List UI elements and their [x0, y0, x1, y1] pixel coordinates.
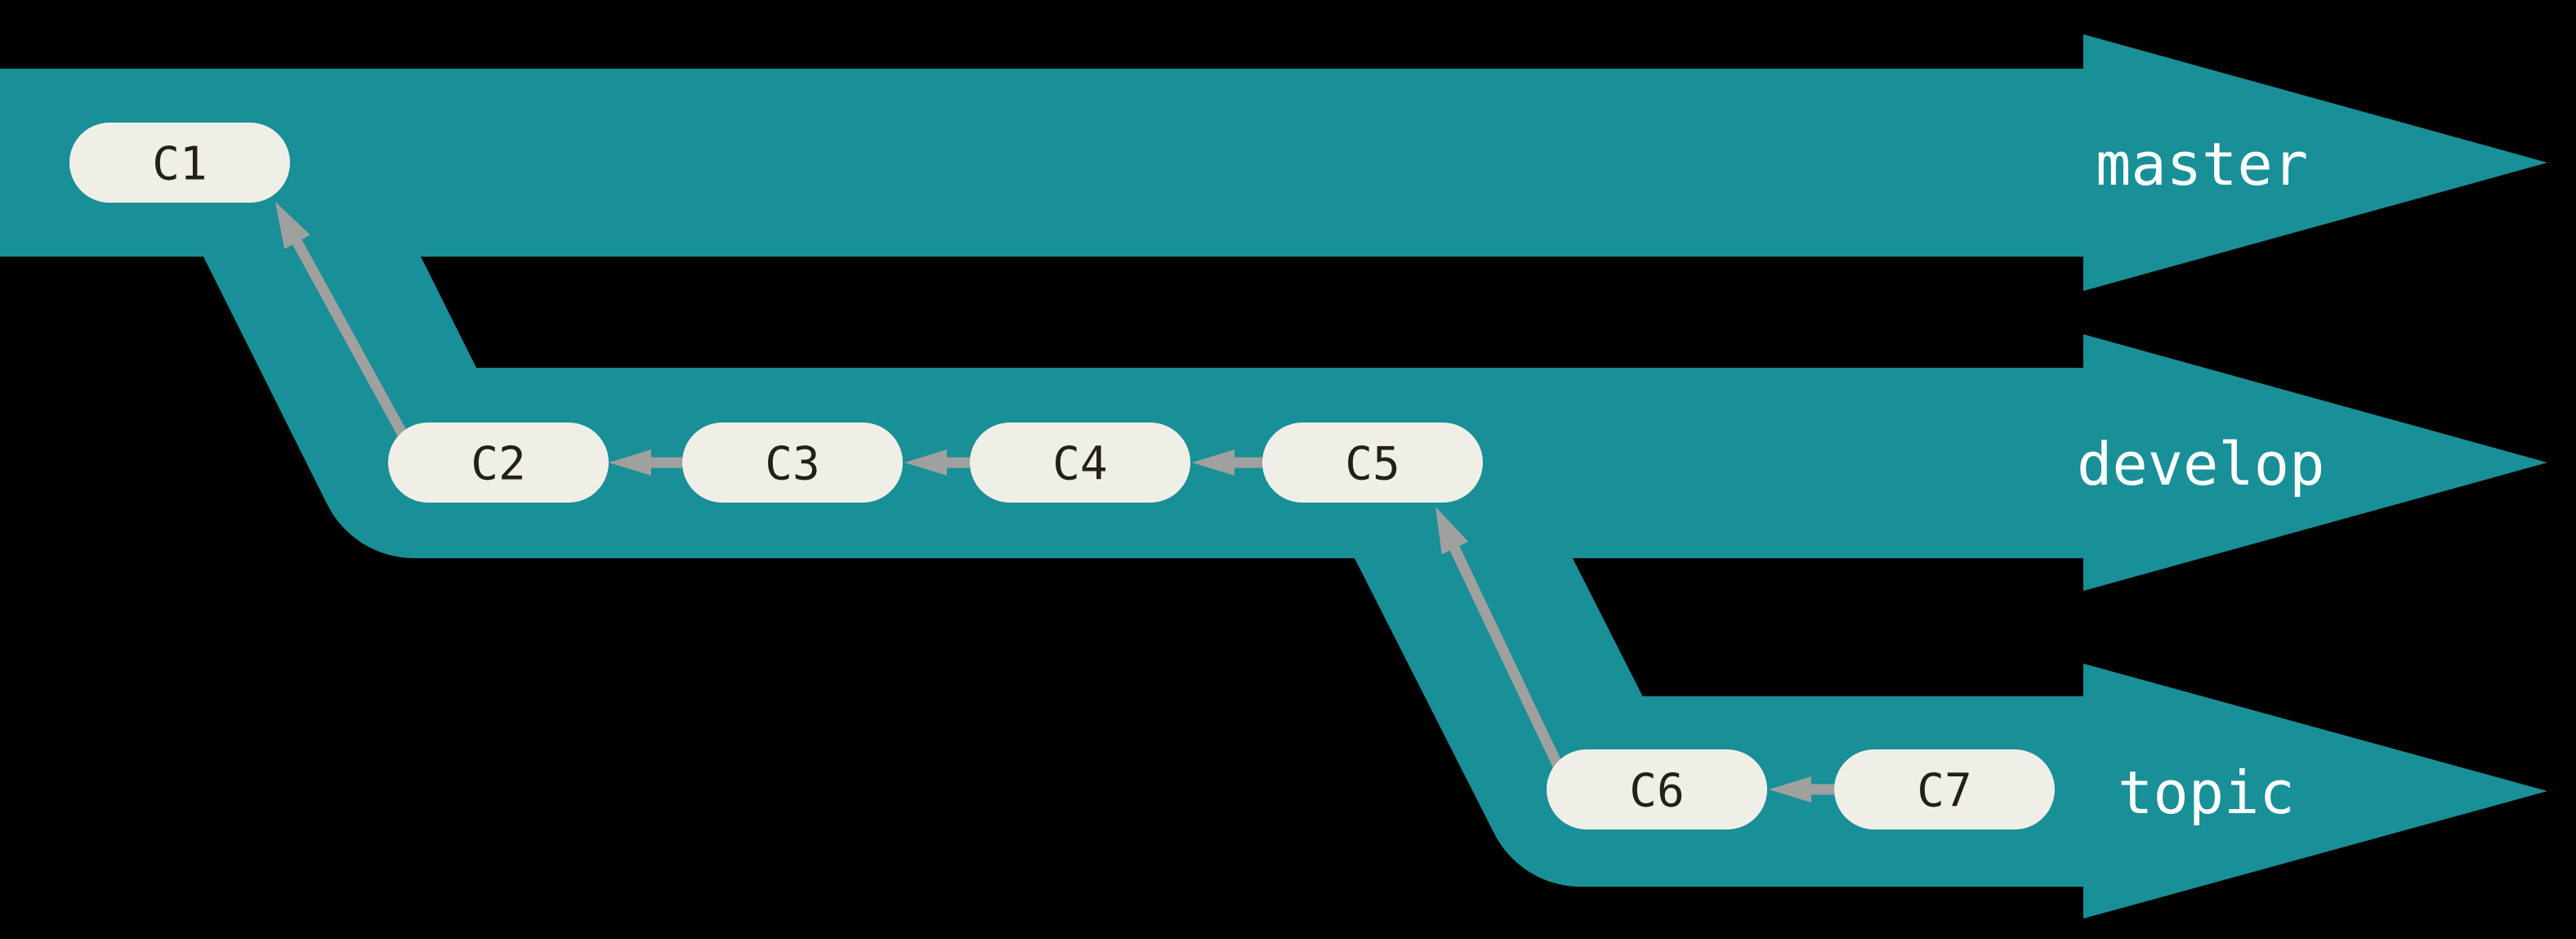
- commit-label: C7: [1917, 765, 1971, 818]
- commit-pill: [1262, 423, 1483, 503]
- branch-label-develop: develop: [2077, 430, 2324, 499]
- parent-arrow-shaft: [945, 457, 970, 468]
- commit-label: C2: [471, 438, 525, 491]
- parent-arrow-C3-C2: [609, 449, 682, 476]
- parent-arrow-shaft: [1449, 545, 1578, 799]
- commit-C1: C1: [69, 123, 290, 203]
- commit-label: C4: [1052, 438, 1107, 491]
- parent-arrow-head: [904, 449, 947, 476]
- commit-C5: C5: [1262, 423, 1483, 503]
- commit-C2: C2: [388, 423, 609, 503]
- commit-C4: C4: [970, 423, 1190, 503]
- develop-arrowhead-icon: [2083, 334, 2547, 591]
- parent-arrow-head: [609, 449, 651, 476]
- parent-arrow-C4-C3: [904, 449, 970, 476]
- commit-label: C5: [1345, 438, 1400, 491]
- parent-arrow-head: [1769, 776, 1811, 803]
- branch-label-master: master: [2096, 130, 2308, 199]
- parent-arrow-head: [1435, 507, 1469, 555]
- commit-pill: [1834, 749, 2055, 829]
- commit-pill: [388, 423, 609, 503]
- parent-arrow-C5-C4: [1192, 449, 1262, 476]
- parent-arrow-head: [275, 202, 310, 249]
- commit-label: C6: [1629, 765, 1684, 818]
- parent-arrow-C7-C6: [1769, 776, 1834, 803]
- parent-arrow-shaft: [1233, 457, 1262, 468]
- commit-C7: C7: [1834, 749, 2055, 829]
- parent-arrow-head: [1192, 449, 1234, 476]
- commit-pill: [1547, 749, 1767, 829]
- commit-C3: C3: [682, 423, 903, 503]
- parent-arrow-C6-C5: [1435, 507, 1578, 799]
- topic-arrowhead-icon: [2083, 664, 2547, 919]
- commit-label: C1: [152, 138, 207, 191]
- commit-pill: [69, 123, 290, 203]
- master-arrowhead-icon: [2083, 34, 2547, 291]
- commit-C6: C6: [1547, 749, 1767, 829]
- commit-pill: [682, 423, 903, 503]
- commit-pill: [970, 423, 1190, 503]
- parent-arrow-shaft: [1810, 784, 1834, 795]
- parent-arrow-shaft: [650, 457, 682, 468]
- branch-label-topic: topic: [2118, 758, 2295, 827]
- commits: C1 C2 C3 C4 C5 C6 C7: [69, 123, 2055, 829]
- commit-label: C3: [765, 438, 819, 491]
